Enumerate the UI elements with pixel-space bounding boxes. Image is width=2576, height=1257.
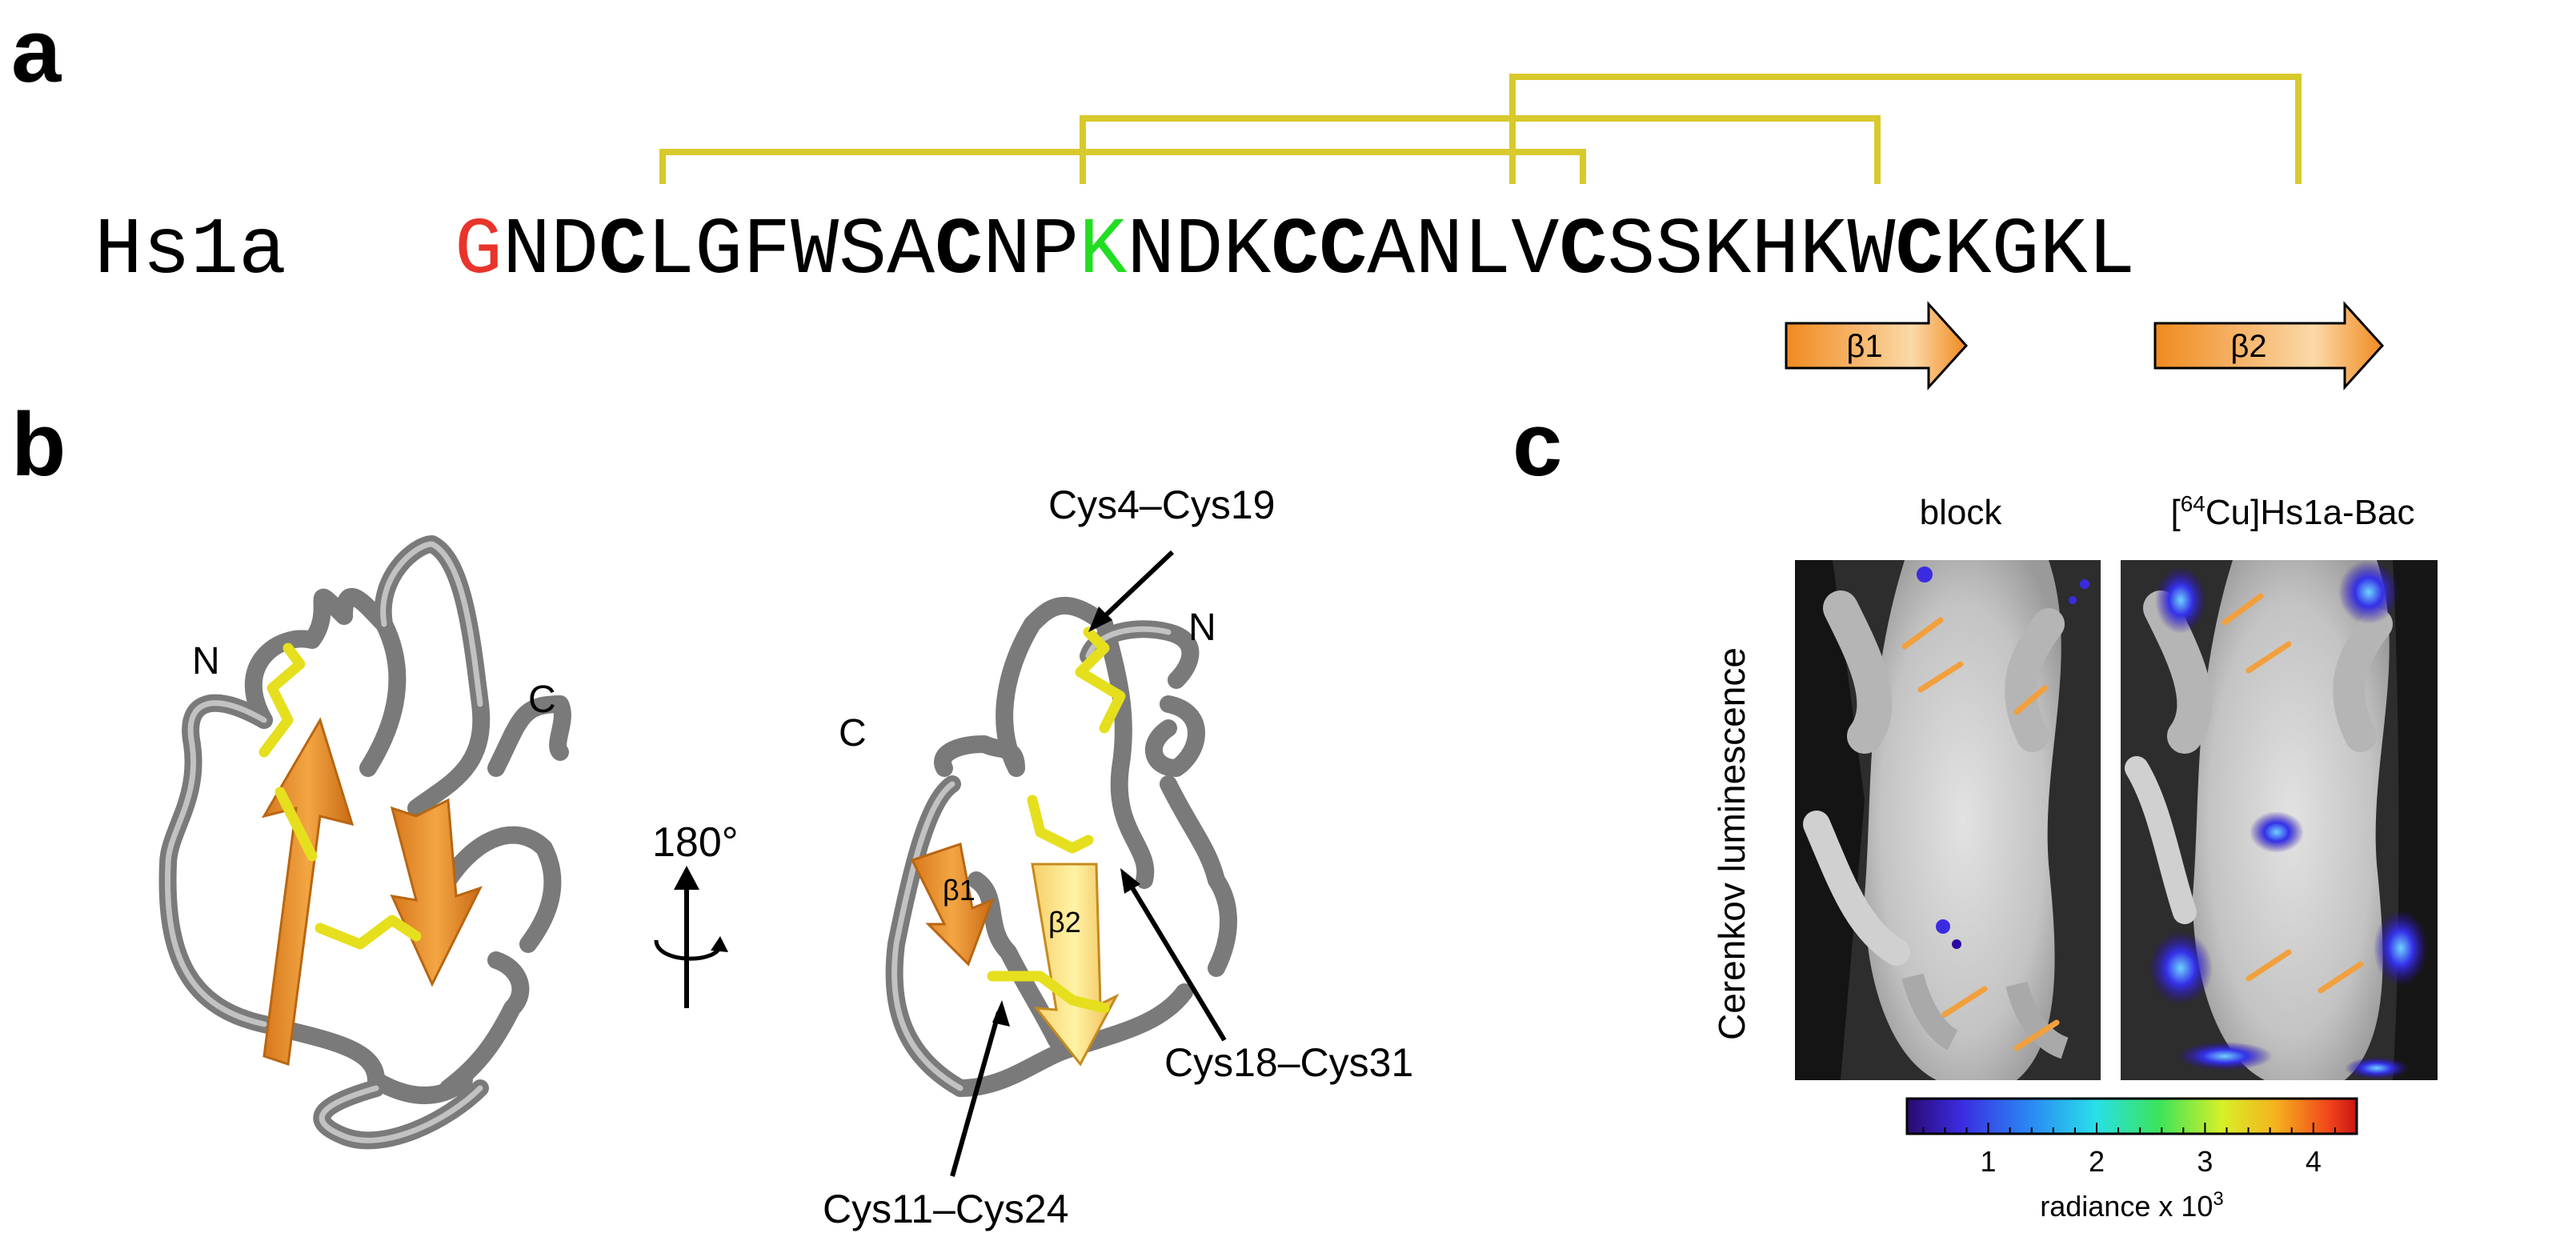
residue-23: V xyxy=(1511,206,1559,297)
residue-12: N xyxy=(983,206,1031,297)
mouse-image-block xyxy=(1795,560,2101,1080)
colorbar-tick-label: 4 xyxy=(2306,1145,2322,1178)
bond-label-cys4-cys19: Cys4–Cys19 xyxy=(1048,482,1275,527)
residue-11: C xyxy=(935,206,983,297)
residue-35: L xyxy=(2088,206,2136,297)
panel-b-letter: b xyxy=(11,394,66,494)
residue-18: C xyxy=(1271,206,1319,297)
residue-17: K xyxy=(1223,206,1271,297)
bond-label-cys11-cys24: Cys11–Cys24 xyxy=(823,1187,1069,1231)
panel-c: Cerenkov luminescence block [64Cu]Hs1a-B… xyxy=(1711,491,2438,1223)
strand-b2-label: β2 xyxy=(1048,906,1081,939)
residue-7: F xyxy=(743,206,791,297)
mouse-image-cu-hs1a-bac xyxy=(2121,560,2438,1080)
residue-2: N xyxy=(503,206,551,297)
col-label-cu-hs1a-bac: [64Cu]Hs1a-Bac xyxy=(2170,491,2414,532)
bond-cys18-cys31 xyxy=(1509,74,2302,184)
colorbar-ticks: 1 2 3 4 xyxy=(1922,1123,2358,1178)
residue-3: D xyxy=(551,206,599,297)
residue-34: K xyxy=(2040,206,2088,297)
residue-27: K xyxy=(1703,206,1751,297)
panel-a-letter: a xyxy=(11,1,62,101)
beta1-arrow: β1 xyxy=(1785,301,1969,390)
colorbar-label: radiance x 103 xyxy=(2040,1188,2224,1223)
colorbar-tick-label: 2 xyxy=(2089,1145,2105,1178)
residue-28: H xyxy=(1751,206,1799,297)
residue-14: K xyxy=(1079,206,1127,297)
residue-4: C xyxy=(599,206,647,297)
panel-c-letter: c xyxy=(1512,394,1563,494)
residue-16: D xyxy=(1175,206,1223,297)
rotation-indicator: 180° xyxy=(652,819,739,1008)
bond-cys4-cys19 xyxy=(659,149,1586,184)
beta1-label: β1 xyxy=(1846,329,1882,364)
panel-b: N C 180° xyxy=(158,482,1413,1231)
bond-label-cys18-cys31: Cys18–Cys31 xyxy=(1164,1040,1413,1085)
residue-8: W xyxy=(791,206,839,297)
residue-30: W xyxy=(1847,206,1895,297)
structure-right: N C β1 β2 Cys4–Cys19 Cys18–Cys31 Cys11–C… xyxy=(823,482,1413,1231)
radiance-colorbar: 1 2 3 4 radiance x 103 xyxy=(1905,1097,2358,1223)
residue-9: S xyxy=(839,206,887,297)
beta2-arrow: β2 xyxy=(2153,301,2385,390)
panel-a: Hs1a GNDCLGFWSACNPKNDKCCANLVCSSKHKWCKGKL… xyxy=(94,74,2385,390)
bond-cys11-cys24 xyxy=(1080,115,1881,184)
residue-32: K xyxy=(1943,206,1991,297)
residue-29: K xyxy=(1799,206,1847,297)
residue-21: N xyxy=(1415,206,1463,297)
right-n-terminus: N xyxy=(1188,606,1216,649)
col-label-block: block xyxy=(1920,493,2003,532)
sequence-text: GNDCLGFWSACNPKNDKCCANLVCSSKHKWCKGKL xyxy=(455,206,2136,297)
structure-left: N C xyxy=(158,535,571,1150)
residue-13: P xyxy=(1031,206,1079,297)
colorbar-tick-label: 1 xyxy=(1981,1145,1997,1178)
strand-b1-label: β1 xyxy=(943,874,976,907)
cerenkov-ylabel: Cerenkov luminescence xyxy=(1711,647,1753,1040)
right-c-terminus: C xyxy=(839,712,867,755)
residue-5: L xyxy=(647,206,695,297)
residue-20: A xyxy=(1367,206,1415,297)
residue-24: C xyxy=(1559,206,1607,297)
residue-6: G xyxy=(695,206,743,297)
left-c-terminus: C xyxy=(528,679,556,721)
residue-10: A xyxy=(887,206,935,297)
residue-1: G xyxy=(455,206,503,297)
left-n-terminus: N xyxy=(192,640,220,683)
residue-25: S xyxy=(1607,206,1655,297)
colorbar-tick-label: 3 xyxy=(2197,1145,2213,1178)
residue-26: S xyxy=(1655,206,1703,297)
residue-33: G xyxy=(1992,206,2040,297)
beta2-label: β2 xyxy=(2230,329,2266,364)
residue-31: C xyxy=(1895,206,1943,297)
residue-19: C xyxy=(1319,206,1367,297)
residue-22: L xyxy=(1463,206,1511,297)
rotation-label: 180° xyxy=(652,819,739,866)
residue-15: N xyxy=(1127,206,1175,297)
peptide-name: Hs1a xyxy=(94,206,286,297)
disulfide-brackets xyxy=(659,74,2302,184)
